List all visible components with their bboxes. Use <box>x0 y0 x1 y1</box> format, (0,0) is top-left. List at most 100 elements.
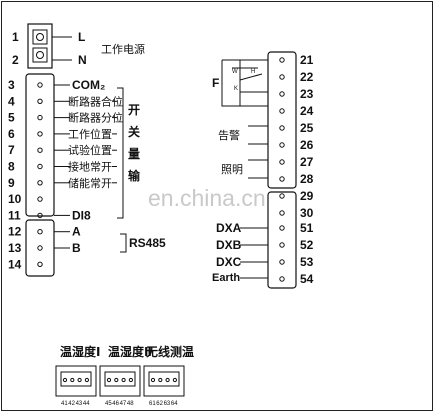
left-terminal-9 <box>37 180 43 186</box>
pin-7: 7 <box>8 143 15 157</box>
earth-label: Earth <box>212 272 240 284</box>
pin-62: 62 <box>156 401 163 407</box>
pin-26: 26 <box>300 138 314 152</box>
bottom-pin-hole <box>106 377 112 383</box>
pin-11: 11 <box>8 208 21 222</box>
left-terminal-12 <box>37 229 43 235</box>
bottom-pin-hole <box>114 377 119 383</box>
left-pin-label-3: COM₂ <box>72 78 105 92</box>
right-terminal-26 <box>279 142 285 148</box>
bottom-pin-hole <box>128 377 133 383</box>
power-screw-2 <box>36 51 44 59</box>
bottom-pin-hole <box>172 377 177 383</box>
di-group-char-1: 开 <box>128 103 140 117</box>
right-block-lower <box>267 191 297 289</box>
relay-mark-w: W <box>232 69 238 75</box>
watermark: en.china.cn <box>148 185 266 211</box>
pin-8: 8 <box>8 160 15 174</box>
pin-24: 24 <box>300 104 314 118</box>
power-connector: 1 2 L N 工作电源 <box>12 23 145 69</box>
dxc-label: DXC <box>216 255 242 269</box>
bottom-pin-hole <box>70 377 75 383</box>
left-pin-label-5: 断路器分位 <box>68 111 123 125</box>
pin-42: 42 <box>68 401 75 407</box>
dxa-label: DXA <box>216 221 242 235</box>
bottom-socket-3 <box>148 371 180 387</box>
right-terminal-23 <box>279 91 285 97</box>
pin-23: 23 <box>300 87 314 101</box>
pin-13: 13 <box>8 241 22 255</box>
pin-63: 63 <box>164 401 171 407</box>
pin-3: 3 <box>8 78 15 92</box>
left-terminal-14 <box>37 261 43 267</box>
bottom-pin-hole <box>158 377 163 383</box>
pin-53: 53 <box>300 255 314 269</box>
pin-51: 51 <box>300 221 314 235</box>
left-pin-label-8: 接地常开 <box>68 161 112 174</box>
right-terminal-30 <box>279 210 285 216</box>
pin-29: 29 <box>300 189 314 203</box>
pin-4: 4 <box>8 94 15 108</box>
pin-10: 10 <box>8 192 22 206</box>
left-terminal-6 <box>37 131 43 137</box>
pin-41: 41 <box>61 401 68 407</box>
left-terminal-5 <box>37 114 43 121</box>
relay-mark-h: H <box>251 69 255 75</box>
pin-30: 30 <box>300 206 314 220</box>
right-terminal-25 <box>279 125 285 131</box>
pin-48: 48 <box>127 401 134 407</box>
power-terminal-1 <box>32 29 48 45</box>
bottom-pin-hole <box>84 377 90 383</box>
pin-28: 28 <box>300 172 314 186</box>
light-label: 照明 <box>221 163 243 176</box>
pin-43: 43 <box>76 401 83 407</box>
pin-46: 46 <box>112 401 119 407</box>
di-group-bracket <box>117 87 124 219</box>
pin-54: 54 <box>300 272 314 286</box>
sensor-2-label: 温湿度Ⅱ <box>108 344 152 359</box>
f-label: F <box>212 76 219 90</box>
pin-label-L: L <box>78 30 85 44</box>
pin-64: 64 <box>171 401 178 407</box>
pin-25: 25 <box>300 121 314 135</box>
left-pin-label-13: B <box>72 241 81 255</box>
right-terminal-52 <box>279 242 285 248</box>
left-terminal-13 <box>37 245 43 251</box>
power-screw-1 <box>36 33 44 41</box>
right-terminal-51 <box>279 225 285 231</box>
pin-45: 45 <box>105 401 112 407</box>
pin-44: 44 <box>83 401 90 407</box>
di-group-char-2: 关 <box>128 124 140 139</box>
pin-14: 14 <box>8 257 22 271</box>
right-terminal-21 <box>279 57 285 63</box>
rs485-bracket <box>120 233 127 253</box>
bottom-pin-hole <box>62 377 68 383</box>
pin-12: 12 <box>8 225 22 239</box>
pin-22: 22 <box>300 70 314 84</box>
left-terminal-4 <box>37 98 43 105</box>
left-pin-label-11: DI8 <box>72 208 91 222</box>
f-wire-loop <box>221 60 268 107</box>
left-pin-label-12: A <box>72 225 81 239</box>
relay-mark-k: K <box>234 86 238 92</box>
sensor-1-label: 温湿度Ⅰ <box>60 344 100 359</box>
relay-switch <box>239 73 263 81</box>
right-block-upper <box>267 51 297 189</box>
left-terminal-11 <box>37 212 43 219</box>
power-group-label: 工作电源 <box>101 42 145 56</box>
rs485-label: RS485 <box>129 236 166 250</box>
pin-1: 1 <box>12 30 19 44</box>
right-terminal-54 <box>279 276 285 282</box>
right-terminal-53 <box>279 259 285 265</box>
right-terminal-24 <box>279 108 285 114</box>
bottom-socket-1 <box>60 371 92 387</box>
bottom-pin-hole <box>165 377 170 383</box>
left-block-lower <box>25 219 55 277</box>
